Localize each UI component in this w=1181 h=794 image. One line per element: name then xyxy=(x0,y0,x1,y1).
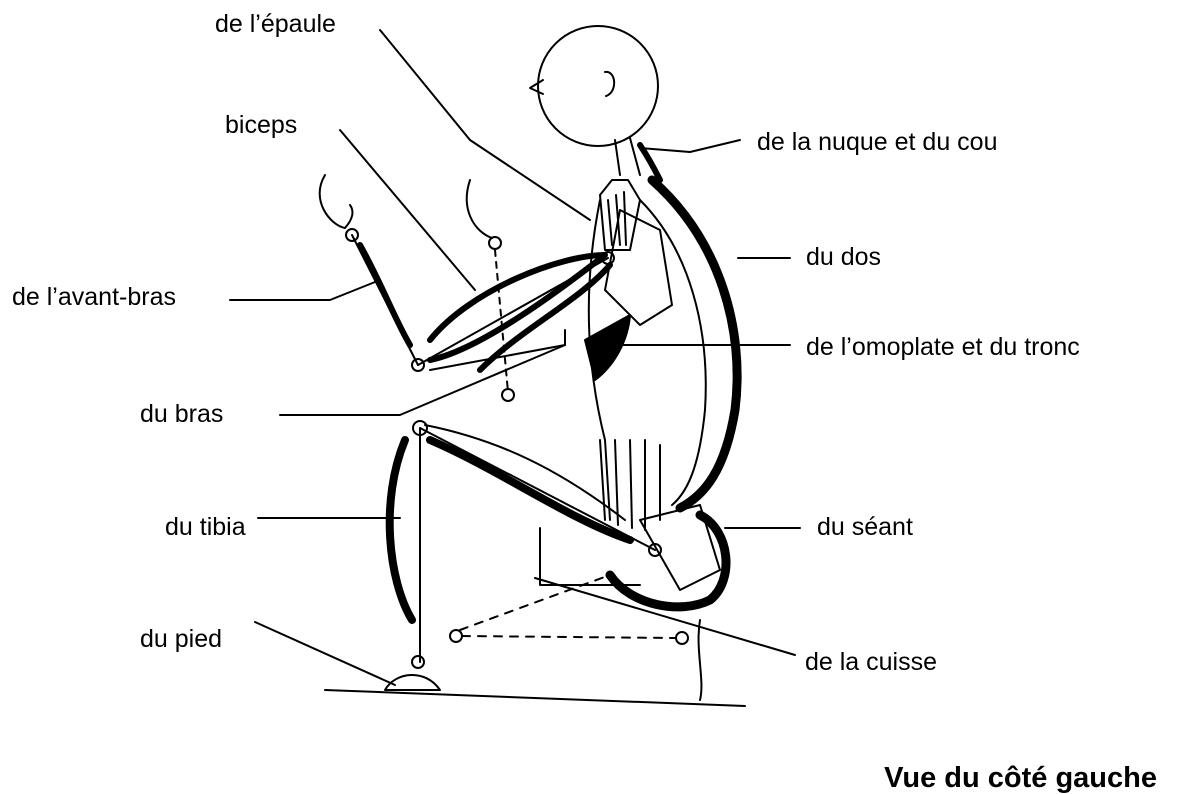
label-shoulder: de l’épaule xyxy=(215,12,336,37)
label-thigh: de la cuisse xyxy=(805,650,937,675)
chair-leg xyxy=(699,620,702,700)
label-forearm: de l’avant-bras xyxy=(12,285,176,310)
thigh-bone xyxy=(420,428,655,550)
ankle-joint-far xyxy=(676,632,688,644)
leader-arm xyxy=(280,345,565,415)
leader-biceps xyxy=(340,130,475,290)
hand xyxy=(320,175,353,228)
figure-drawing xyxy=(230,26,800,706)
shoulder-fibers xyxy=(608,192,626,245)
label-neck: de la nuque et du cou xyxy=(757,130,997,155)
label-shin: du tibia xyxy=(165,515,246,540)
nose xyxy=(530,80,543,94)
arm-lower-line xyxy=(430,330,565,370)
seat-muscle xyxy=(610,515,726,607)
forearm-muscle xyxy=(360,245,410,345)
leader-shoulder xyxy=(380,30,590,220)
head xyxy=(538,26,658,146)
elbow-joint-far xyxy=(502,389,514,401)
label-seat: du séant xyxy=(817,515,913,540)
serratus-muscle xyxy=(585,315,630,380)
label-scapula-trunk: de l’omoplate et du tronc xyxy=(806,335,1080,360)
leader-thigh xyxy=(535,578,795,655)
label-foot: du pied xyxy=(140,627,222,652)
label-arm: du bras xyxy=(140,402,223,427)
thigh-upper xyxy=(425,425,625,520)
wrist-joint-far xyxy=(489,237,501,249)
trunk-outline xyxy=(640,200,706,505)
leader-forearm xyxy=(230,280,380,300)
ear xyxy=(605,72,614,96)
knee-joint-far xyxy=(450,630,462,642)
label-biceps: biceps xyxy=(225,113,297,138)
foot xyxy=(385,675,440,690)
ankle-joint xyxy=(412,656,424,668)
neck xyxy=(615,138,640,175)
ground-line xyxy=(325,690,745,706)
leader-neck xyxy=(640,140,740,152)
label-back: du dos xyxy=(806,245,881,270)
shin-muscle xyxy=(390,440,412,620)
hand-far xyxy=(467,180,492,238)
caption: Vue du côté gauche xyxy=(884,764,1157,793)
leader-foot xyxy=(255,622,395,685)
